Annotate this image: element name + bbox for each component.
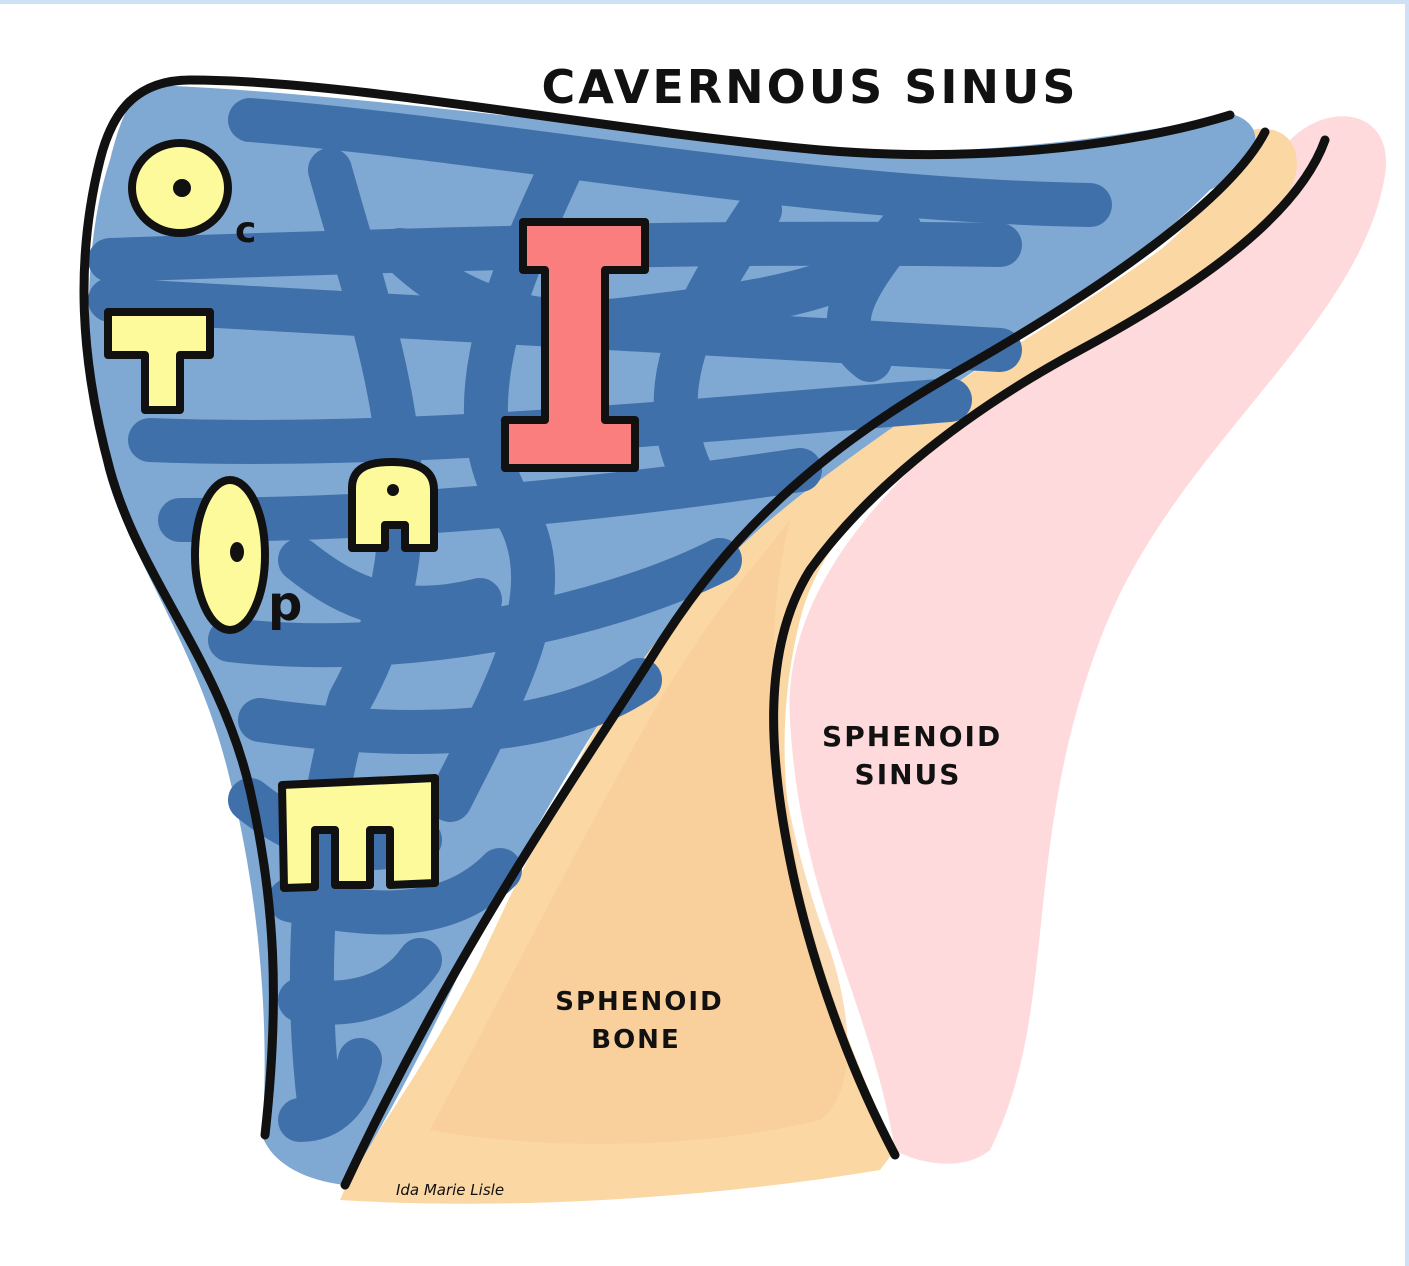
sphenoid-bone-label-line1: SPHENOID	[555, 987, 723, 1017]
letter-m	[282, 778, 435, 888]
sphenoid-sinus-label-line1: SPHENOID	[822, 720, 1002, 753]
sphenoid-sinus-label-line2: SINUS	[855, 758, 962, 791]
letter-op-subscript: p	[268, 576, 302, 632]
sphenoid-bone-label-line2: BONE	[591, 1025, 680, 1055]
artist-signature: Ida Marie Lisle	[396, 1181, 504, 1199]
letter-oc-subscript: c	[235, 210, 256, 251]
diagram-title: CAVERNOUS SINUS	[541, 60, 1078, 114]
